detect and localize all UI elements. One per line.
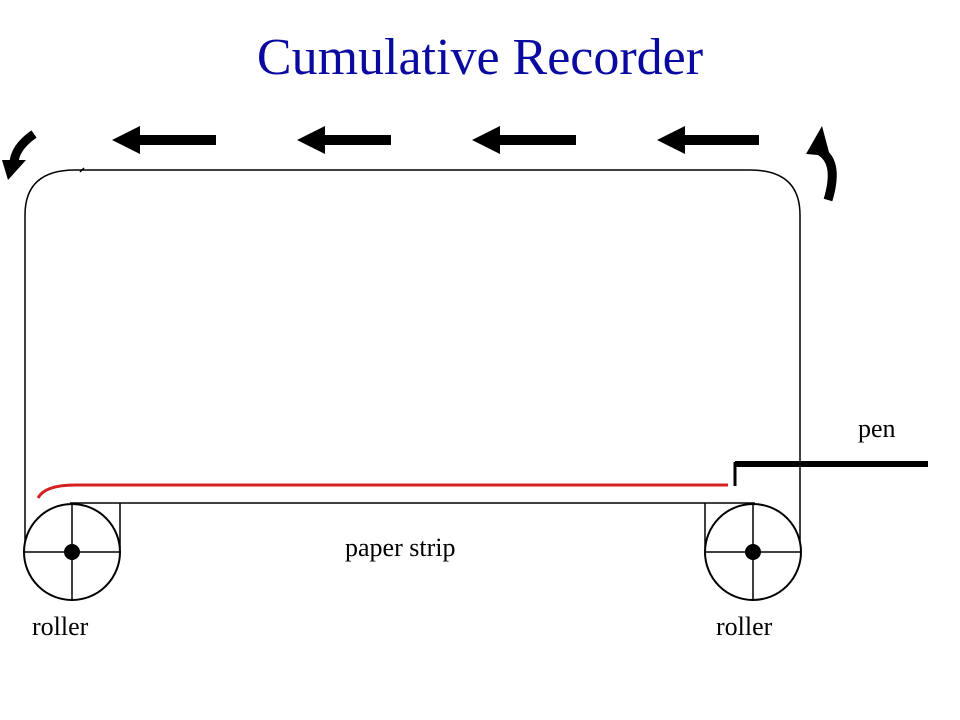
- curved-arrow-ccw-icon: [2, 130, 37, 180]
- roller-right-label: roller: [716, 612, 773, 641]
- paper-loop-outline: [24, 169, 801, 548]
- roller-left: [23, 503, 121, 601]
- arrow-left-icon: [297, 126, 391, 154]
- roller-left-label: roller: [32, 612, 89, 641]
- paper-loop-top-tick: [79, 167, 85, 173]
- curved-arrow-cw-icon: [806, 126, 837, 202]
- diagram-title: Cumulative Recorder: [256, 29, 704, 86]
- paper-strip-label: paper strip: [345, 533, 455, 562]
- arrow-left-icon: [472, 126, 576, 154]
- pen: [733, 461, 928, 486]
- arrow-left-icon: [657, 126, 759, 154]
- roller-right: [704, 503, 802, 601]
- arrow-left-icon: [112, 126, 216, 154]
- pen-label: pen: [858, 414, 896, 443]
- record-trace: [36, 483, 728, 499]
